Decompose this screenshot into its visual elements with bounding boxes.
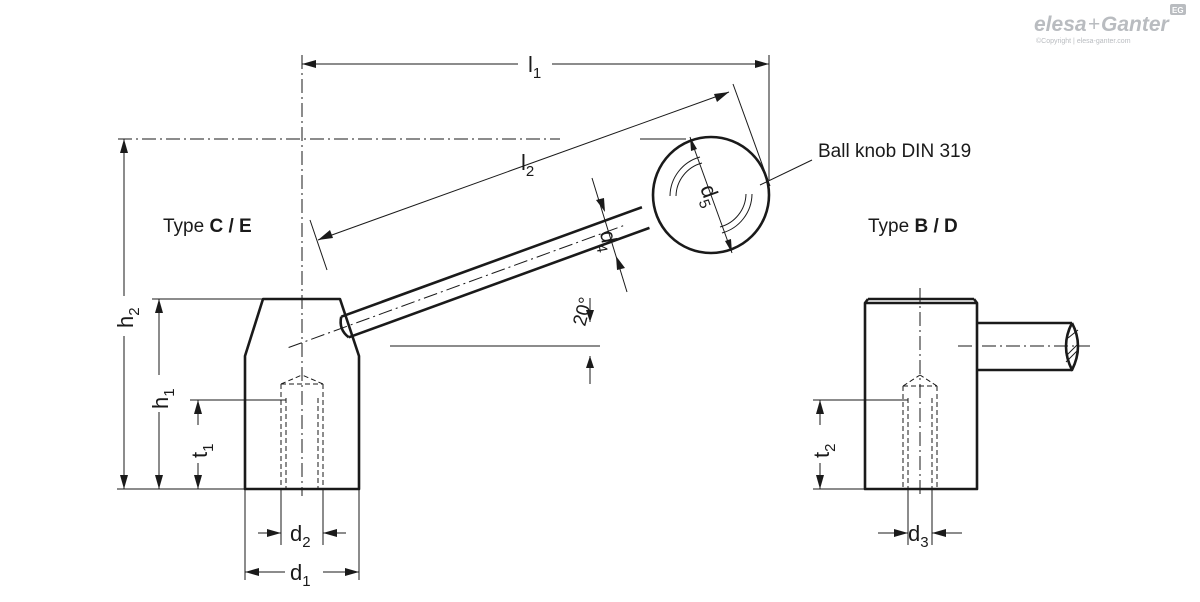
type-ce-label: Type C / E — [163, 216, 252, 237]
ball-knob-shading — [669, 156, 753, 234]
dim-d3-label: d3 — [908, 521, 929, 551]
brand-name-left: elesa — [1034, 13, 1087, 36]
dim-l1-label: l1 — [528, 52, 541, 82]
dim-l2-label: l2 — [521, 150, 534, 180]
lever-arm — [288, 205, 650, 348]
brand-logo: elesa + Ganter EG ©Copyright | elesa-gan… — [1034, 4, 1186, 45]
type-ce-view: Type C / E — [118, 55, 771, 496]
dim-d1: d1 — [244, 489, 360, 590]
brand-name-right: Ganter — [1101, 13, 1171, 36]
ball-knob — [651, 135, 771, 255]
dim-t1-label: t1 — [187, 444, 217, 458]
type-bd-view: Type B / D — [863, 216, 1090, 496]
dim-l2: l2 — [309, 83, 771, 271]
dim-t1: t1 — [187, 399, 286, 489]
dim-d1-label: d1 — [290, 560, 311, 590]
bore-hole — [902, 374, 938, 489]
dim-d5: d5 — [689, 136, 733, 254]
ball-knob-label: Ball knob DIN 319 — [818, 141, 971, 162]
dim-d5-label: d5 — [691, 181, 726, 211]
dim-t2-label: t2 — [809, 444, 839, 458]
dim-d4: d4 — [590, 177, 628, 293]
brand-badge: EG — [1172, 6, 1184, 15]
dim-h1: h1 — [148, 298, 263, 489]
dim-angle: 20° — [570, 295, 598, 384]
dim-h2-label: h2 — [113, 307, 143, 328]
hub-body-bd — [863, 301, 979, 491]
ball-knob-callout: Ball knob DIN 319 — [759, 141, 971, 186]
angle-label: 20° — [570, 295, 598, 328]
dim-d4-label: d4 — [590, 229, 623, 254]
dim-d2: d2 — [258, 489, 346, 551]
type-bd-label: Type B / D — [868, 216, 958, 237]
brand-name-plus: + — [1088, 13, 1100, 36]
dim-l1: l1 — [302, 52, 770, 180]
dim-d2-label: d2 — [290, 521, 311, 551]
dim-h1-label: h1 — [148, 388, 178, 409]
brand-badge-box — [1170, 4, 1186, 15]
arm-stub — [958, 321, 1090, 372]
dim-d3: d3 — [878, 489, 962, 551]
dim-t2: t2 — [809, 399, 908, 490]
brand-copyright: ©Copyright | elesa-ganter.com — [1036, 37, 1131, 45]
threaded-hole — [280, 374, 324, 489]
dim-h2: h2 — [113, 139, 245, 490]
